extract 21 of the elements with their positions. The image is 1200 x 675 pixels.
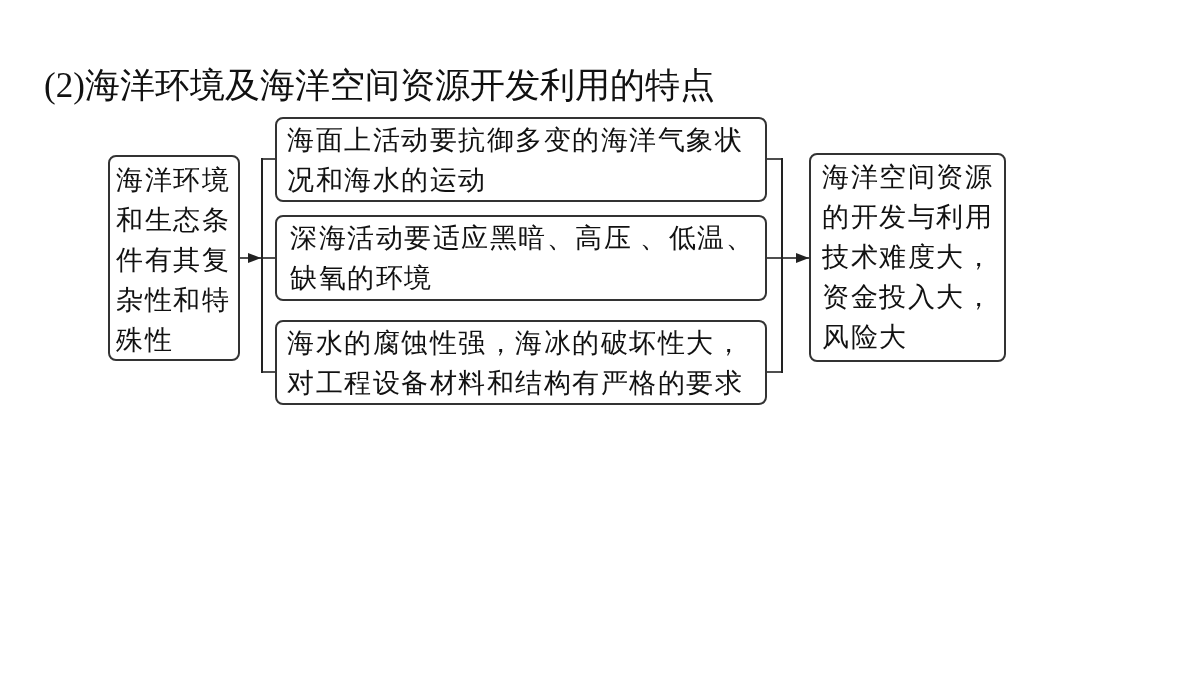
connector-line <box>766 257 782 259</box>
process-box <box>809 153 1006 362</box>
bracket-line <box>261 158 263 373</box>
box-text: 海洋环境和生态条件有其复杂性和特殊性 <box>116 164 231 357</box>
box-text: 海水的腐蚀性强，海冰的破坏性大，对工程设备材料和结构有严格的要求 <box>287 327 744 400</box>
connector-line <box>262 257 276 259</box>
box-text: 深海活动要适应黑暗、高压 、低温、缺氧的环境 <box>290 222 756 295</box>
arrow <box>782 253 810 263</box>
connector-line <box>262 158 276 160</box>
bracket-line <box>781 158 783 373</box>
arrow <box>239 253 262 263</box>
title: (2)海洋环境及海洋空间资源开发利用的特点 <box>44 65 715 107</box>
connector-line <box>766 371 782 373</box>
process-box <box>275 117 767 202</box>
connector-line <box>262 371 276 373</box>
connector-line <box>766 158 782 160</box>
box-text: 海洋空间资源的开发与利用技术难度大，资金投入大，风险大 <box>822 161 994 354</box>
process-box <box>275 320 767 405</box>
process-box <box>275 215 767 301</box>
process-box <box>108 155 240 361</box>
box-text: 海面上活动要抗御多变的海洋气象状况和海水的运动 <box>287 124 744 197</box>
